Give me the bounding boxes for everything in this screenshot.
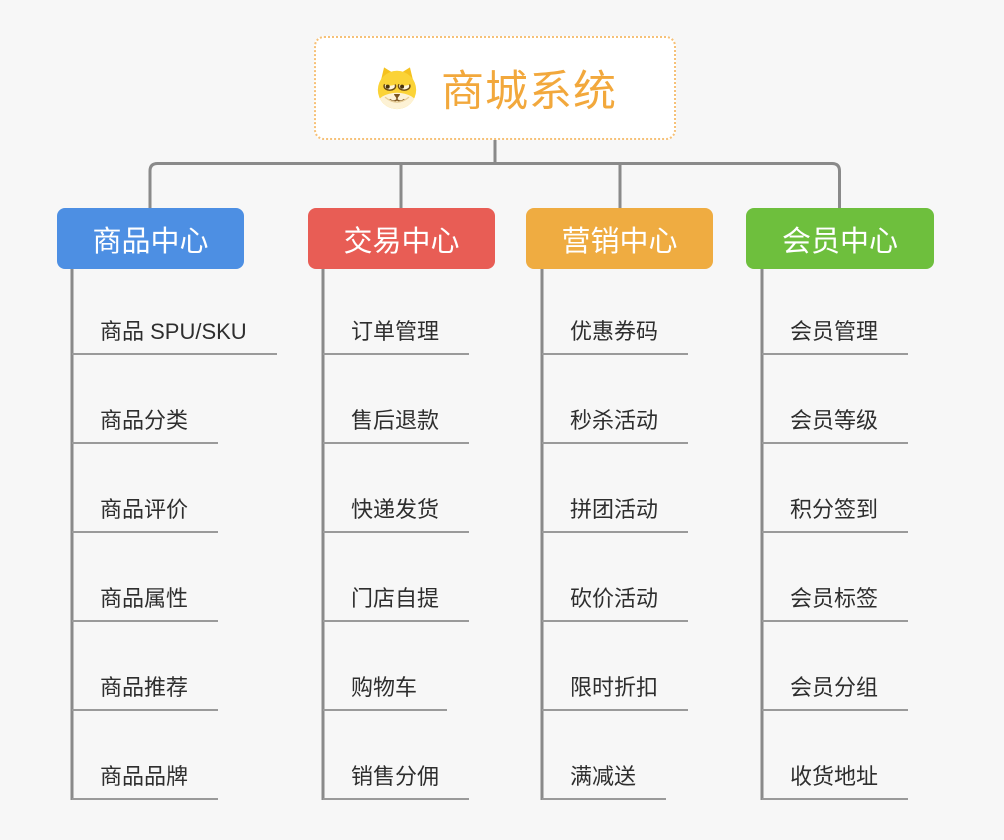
connector-bus	[148, 162, 841, 209]
topic-node[interactable]: 销售分佣	[323, 762, 470, 800]
branch-node[interactable]: 营销中心	[526, 208, 713, 269]
branch-children: 订单管理售后退款快递发货门店自提购物车销售分佣	[323, 266, 470, 800]
topic-node[interactable]: 商品品牌	[72, 762, 219, 800]
leaf-row: 商品分类	[72, 355, 277, 444]
topic-node[interactable]: 优惠券码	[542, 317, 689, 355]
topic-node[interactable]: 快递发货	[323, 495, 470, 533]
branch-children: 会员管理会员等级积分签到会员标签会员分组收货地址	[762, 266, 909, 800]
leaf-row: 会员等级	[762, 355, 909, 444]
leaf-row: 快递发货	[323, 444, 470, 533]
topic-node[interactable]: 商品推荐	[72, 673, 219, 711]
leaf-row: 购物车	[323, 622, 469, 711]
leaf-row: 门店自提	[323, 533, 470, 622]
topic-node[interactable]: 秒杀活动	[542, 406, 689, 444]
topic-node[interactable]: 商品 SPU/SKU	[72, 317, 277, 355]
leaf-row: 秒杀活动	[542, 355, 689, 444]
topic-node[interactable]: 商品属性	[72, 584, 219, 622]
leaf-row: 售后退款	[323, 355, 470, 444]
topic-node[interactable]: 砍价活动	[542, 584, 689, 622]
branch-children: 商品 SPU/SKU 商品分类商品评价商品属性商品推荐商品品牌	[72, 266, 277, 800]
topic-node[interactable]: 积分签到	[762, 495, 909, 533]
topic-node[interactable]: 售后退款	[323, 406, 470, 444]
branch-node[interactable]: 会员中心	[746, 208, 934, 269]
leaf-row: 积分签到	[762, 444, 909, 533]
leaf-row: 收货地址	[762, 711, 909, 800]
leaf-row: 商品属性	[72, 533, 277, 622]
topic-node[interactable]: 会员等级	[762, 406, 909, 444]
leaf-row: 销售分佣	[323, 711, 470, 800]
branch-children: 优惠券码秒杀活动拼团活动砍价活动限时折扣满减送	[542, 266, 689, 800]
topic-node[interactable]: 购物车	[323, 673, 448, 711]
leaf-row: 商品评价	[72, 444, 277, 533]
leaf-row: 会员分组	[762, 622, 909, 711]
topic-node[interactable]: 限时折扣	[542, 673, 689, 711]
leaf-row: 商品品牌	[72, 711, 277, 800]
leaf-row: 满减送	[542, 711, 688, 800]
leaf-row: 订单管理	[323, 266, 470, 355]
branch-node[interactable]: 交易中心	[308, 208, 495, 269]
topic-node[interactable]: 会员管理	[762, 317, 909, 355]
topic-node[interactable]: 收货地址	[762, 762, 909, 800]
topic-node[interactable]: 商品评价	[72, 495, 219, 533]
leaf-row: 商品推荐	[72, 622, 277, 711]
topic-node[interactable]: 会员标签	[762, 584, 909, 622]
topic-node[interactable]: 拼团活动	[542, 495, 689, 533]
root-node-title: 商城系统	[441, 68, 617, 116]
leaf-row: 拼团活动	[542, 444, 689, 533]
leaf-row: 会员标签	[762, 533, 909, 622]
topic-node[interactable]: 会员分组	[762, 673, 909, 711]
topic-node[interactable]: 门店自提	[323, 584, 470, 622]
leaf-row: 商品 SPU/SKU	[72, 266, 277, 355]
root-node[interactable]: 商城系统	[314, 36, 676, 140]
leaf-row: 限时折扣	[542, 622, 689, 711]
doge-icon	[377, 67, 417, 110]
topic-node[interactable]: 商品分类	[72, 406, 219, 444]
topic-node[interactable]: 订单管理	[323, 317, 470, 355]
topic-node[interactable]: 满减送	[542, 762, 667, 800]
leaf-row: 会员管理	[762, 266, 909, 355]
leaf-row: 砍价活动	[542, 533, 689, 622]
branch-node[interactable]: 商品中心	[57, 208, 244, 269]
leaf-row: 优惠券码	[542, 266, 689, 355]
